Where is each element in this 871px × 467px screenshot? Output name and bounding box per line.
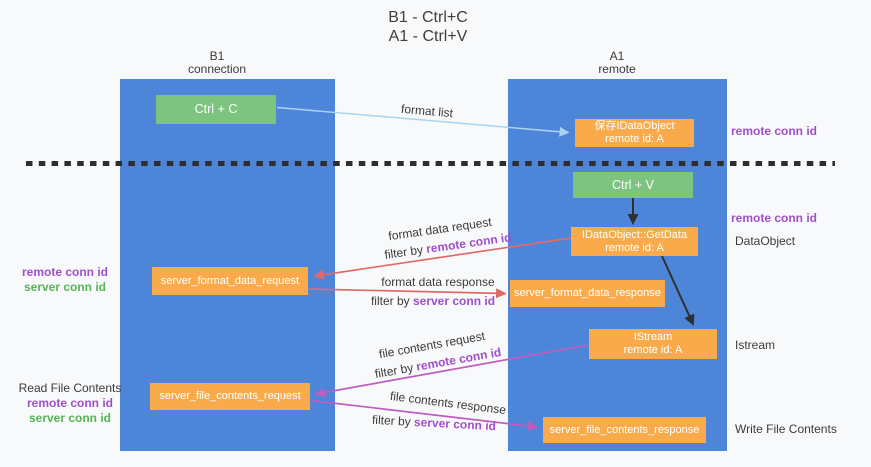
title-line-1: B1 - Ctrl+C: [388, 9, 468, 26]
getdata-line1: IDataObject::GetData: [581, 228, 688, 241]
ctrl-c-box: Ctrl + C: [156, 95, 276, 124]
istream-side-label: Istream: [735, 338, 776, 352]
left-bottom-remote-conn-id-label: remote conn id: [26, 396, 114, 410]
column-b1-name: B1: [209, 49, 225, 63]
read-file-contents-label: Read File Contents: [18, 381, 122, 395]
save-dataobject-box: 保存IDataObject remote id: A: [575, 119, 694, 147]
column-a1-name: A1: [609, 49, 625, 63]
format-data-request-arrow: [313, 237, 572, 280]
ctrl-c-label: Ctrl + C: [194, 102, 238, 116]
server-file-contents-request-label: server_file_contents_request: [159, 390, 301, 402]
server-format-data-request-box: server_format_data_request: [152, 267, 308, 295]
server-file-contents-response-box: server_file_contents_response: [543, 417, 706, 443]
left-remote-conn-id-label: remote conn id: [21, 265, 109, 279]
istream-line1: IStream: [633, 331, 673, 343]
title-line-2: A1 - Ctrl+V: [388, 28, 468, 45]
write-file-contents-label: Write File Contents: [735, 422, 837, 436]
getdata-line2: remote id: A: [605, 241, 664, 254]
save-dataobject-line2: remote id: A: [605, 133, 664, 145]
dataobject-label: DataObject: [735, 234, 796, 248]
column-a1-subtitle: remote: [598, 62, 636, 76]
getdata-to-istream-arrow: [661, 255, 695, 326]
ctrl-v-box: Ctrl + V: [573, 172, 693, 198]
column-header-b1: B1 connection: [147, 50, 287, 76]
file-contents-request-arrow: [314, 344, 589, 398]
server-format-data-response-label: server_format_data_response: [514, 287, 661, 299]
column-header-a1: A1 remote: [547, 50, 687, 76]
left-top-conn-id-labels: remote conn id server conn id: [22, 265, 108, 295]
left-bottom-server-conn-id-label: server conn id: [28, 411, 112, 425]
ctrl-v-label: Ctrl + V: [611, 177, 655, 192]
save-dataobject-line1: 保存IDataObject: [594, 120, 675, 132]
istream-box: IStream remote id: A: [589, 329, 717, 359]
server-conn-id-highlight: server conn id: [412, 294, 496, 308]
format-data-response-label: format data response: [381, 275, 495, 289]
file-contents-response-arrow: [310, 399, 539, 431]
format-list-arrow: [276, 106, 570, 137]
format-data-response-arrow: [308, 288, 507, 299]
right-remote-conn-id-label-1: remote conn id: [731, 124, 818, 138]
server-format-data-request-label: server_format_data_request: [160, 274, 300, 287]
left-bottom-labels: Read File Contents remote conn id server…: [19, 381, 122, 426]
server-file-contents-request-box: server_file_contents_request: [150, 383, 310, 410]
filter-by-text: filter by: [370, 294, 413, 308]
column-b1-subtitle: connection: [187, 62, 247, 76]
right-remote-conn-id-label-2: remote conn id: [731, 211, 818, 225]
filter-by-text: filter by: [371, 412, 415, 429]
istream-line2: remote id: A: [623, 344, 683, 356]
left-server-conn-id-label: server conn id: [23, 280, 107, 294]
server-file-contents-response-label: server_file_contents_response: [549, 423, 700, 436]
getdata-box: IDataObject::GetData remote id: A: [571, 227, 698, 256]
diagram-title: B1 - Ctrl+C A1 - Ctrl+V: [388, 8, 468, 46]
server-format-data-response-box: server_format_data_response: [510, 280, 665, 307]
filter-by-server-conn-id-label-1: filter by server conn id: [371, 294, 495, 308]
